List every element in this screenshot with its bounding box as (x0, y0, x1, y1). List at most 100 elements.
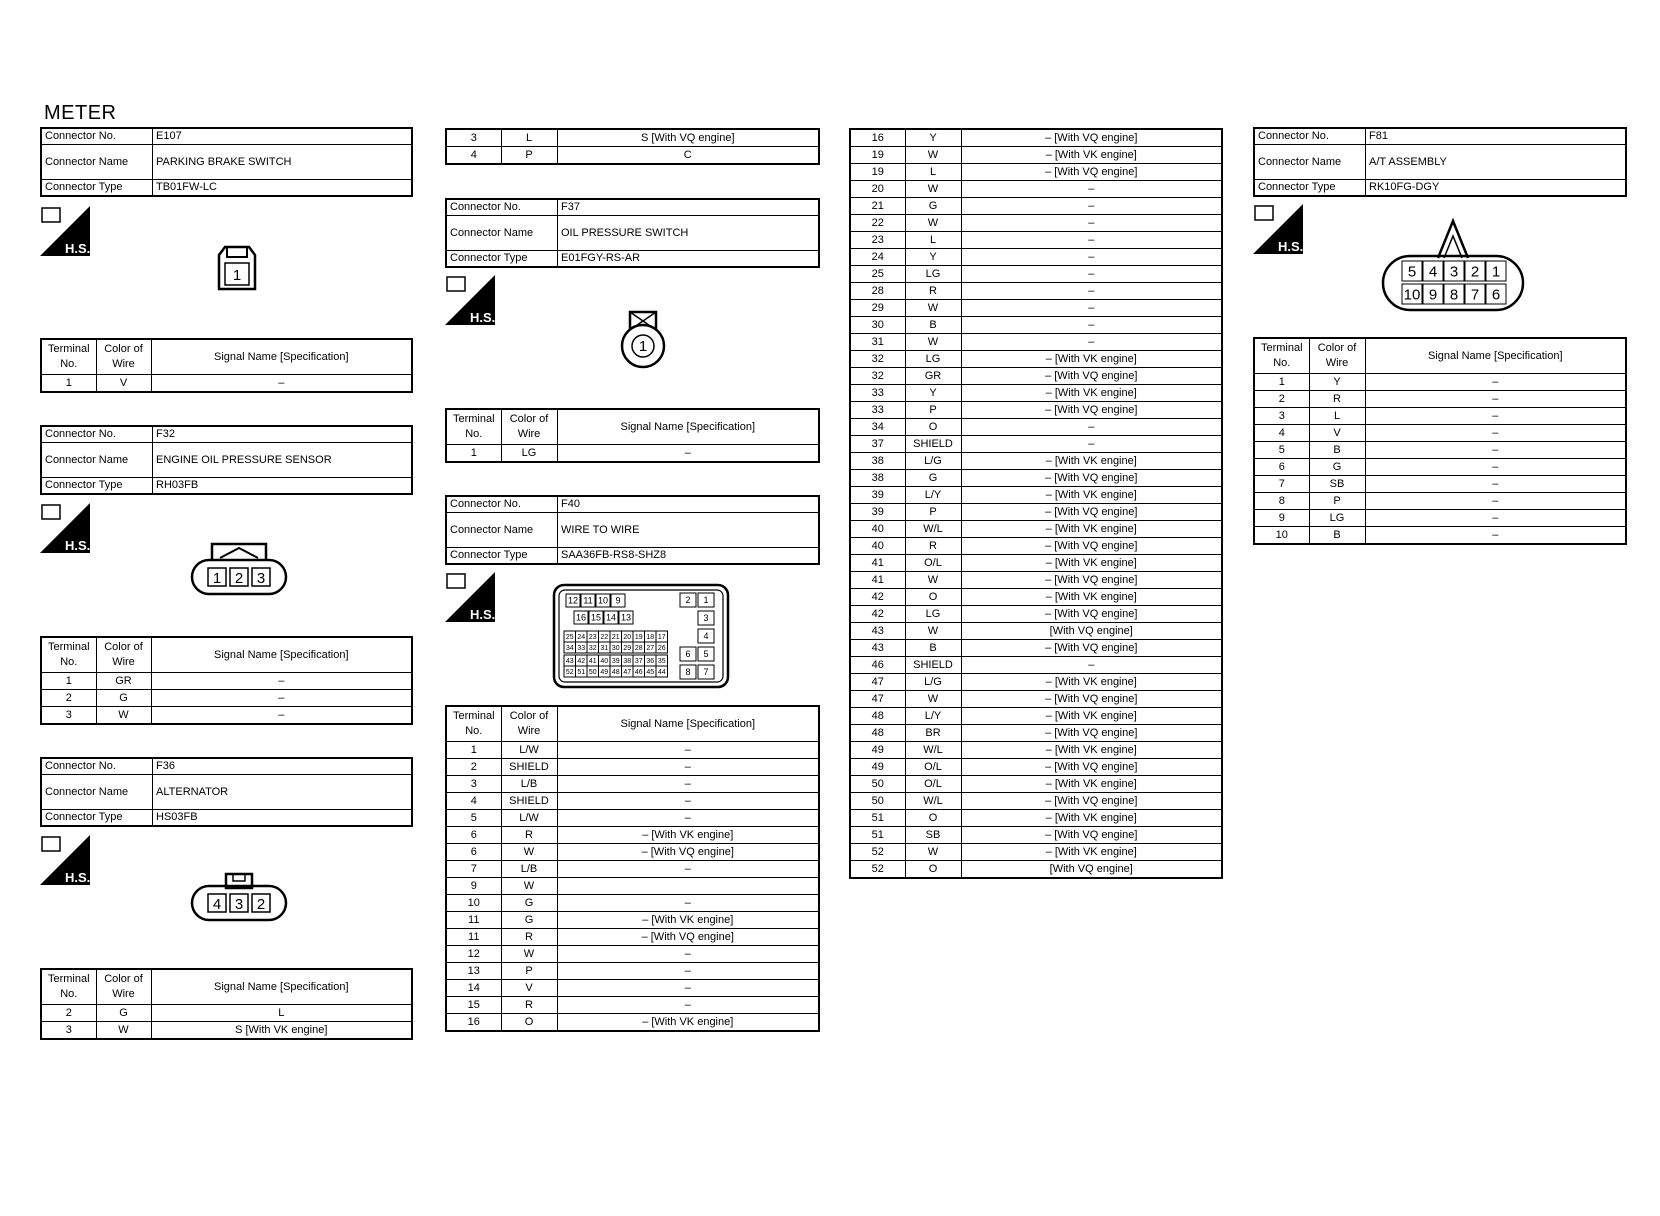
pin-label: 15 (591, 613, 601, 623)
signal-name-cell: – (1364, 407, 1627, 425)
connector-diagram-f36: 4 3 2 (190, 872, 288, 922)
wire-color-cell: Y (904, 384, 962, 402)
terminal-no-cell: 7 (445, 860, 502, 878)
pin-label: 40 (600, 658, 608, 665)
terminal-no-cell: 2 (1253, 390, 1310, 408)
wire-color-cell: G (500, 911, 558, 929)
signal-name-cell: – (1364, 475, 1627, 493)
label-connector-no: Connector No. (445, 198, 558, 216)
wire-color-cell: W (904, 180, 962, 198)
signal-name-cell: – (960, 197, 1223, 215)
pin-label: 8 (1450, 286, 1458, 303)
terminal-no-cell: 39 (849, 503, 906, 521)
wire-color-cell: W/L (904, 520, 962, 538)
terminal-no-cell: 38 (849, 452, 906, 470)
signal-name-cell: – (960, 418, 1223, 436)
label-connector-type: Connector Type (40, 477, 153, 495)
signal-name-cell: – (960, 282, 1223, 300)
signal-name-cell: – (556, 741, 820, 759)
terminal-no-cell: 22 (849, 214, 906, 232)
header-terminal-no: Terminal No. (40, 968, 97, 1005)
terminal-no-cell: 49 (849, 758, 906, 776)
header-terminal-no: Terminal No. (445, 705, 502, 742)
header-signal-name: Signal Name [Specification] (150, 338, 413, 375)
signal-name-cell: – [With VQ engine] (960, 724, 1223, 742)
wire-color-cell: B (904, 639, 962, 657)
wire-color-cell: Y (1308, 373, 1366, 391)
signal-name-cell: – [With VQ engine] (960, 639, 1223, 657)
pin-label: 32 (589, 645, 597, 652)
wire-color-cell: P (904, 503, 962, 521)
terminal-no-cell: 4 (445, 792, 502, 810)
connector-type-value: RH03FB (152, 477, 413, 495)
signal-name-cell: – (960, 656, 1223, 674)
terminal-no-cell: 11 (445, 911, 502, 929)
signal-name-cell: – (1364, 441, 1627, 459)
signal-name-cell: – [With VQ engine] (960, 469, 1223, 487)
wire-color-cell: B (904, 316, 962, 334)
signal-name-cell: – [With VQ engine] (960, 605, 1223, 623)
signal-name-cell: – [With VK engine] (960, 843, 1223, 861)
terminal-no-cell: 46 (849, 656, 906, 674)
wire-color-cell: W (500, 843, 558, 861)
pin-label: 26 (658, 645, 666, 652)
wire-color-cell: W (904, 843, 962, 861)
wire-color-cell: W (500, 877, 558, 895)
wire-color-cell: LG (1308, 509, 1366, 527)
label-connector-name: Connector Name (445, 512, 558, 548)
pin-label: 10 (598, 596, 608, 606)
label-connector-name: Connector Name (445, 215, 558, 251)
hs-label: H.S. (65, 241, 90, 256)
wire-color-cell: L (904, 163, 962, 181)
pin-label: 36 (646, 658, 654, 665)
pin-label: 20 (623, 634, 631, 641)
signal-name-cell: – (960, 316, 1223, 334)
wire-color-cell: L/Y (904, 707, 962, 725)
connector-no-value: F37 (557, 198, 820, 216)
terminal-no-cell: 43 (849, 639, 906, 657)
signal-name-cell: – [With VK engine] (960, 146, 1223, 164)
pin-label: 38 (623, 658, 631, 665)
page-title: METER (44, 102, 117, 124)
wire-color-cell: L/B (500, 860, 558, 878)
terminal-no-cell: 31 (849, 333, 906, 351)
label-connector-type: Connector Type (445, 250, 558, 268)
signal-name-cell: – (960, 180, 1223, 198)
pin-label: 39 (612, 658, 620, 665)
terminal-no-cell: 42 (849, 605, 906, 623)
pin-label: 22 (600, 634, 608, 641)
pin-label: 34 (566, 645, 574, 652)
label-connector-no: Connector No. (40, 757, 153, 775)
pin-label: 3 (235, 896, 243, 913)
terminal-no-cell: 39 (849, 486, 906, 504)
terminal-no-cell: 16 (445, 1013, 502, 1032)
terminal-no-cell: 20 (849, 180, 906, 198)
wire-color-cell: Y (904, 248, 962, 266)
signal-name-cell: – [With VK engine] (960, 775, 1223, 793)
signal-name-cell: – (1364, 390, 1627, 408)
